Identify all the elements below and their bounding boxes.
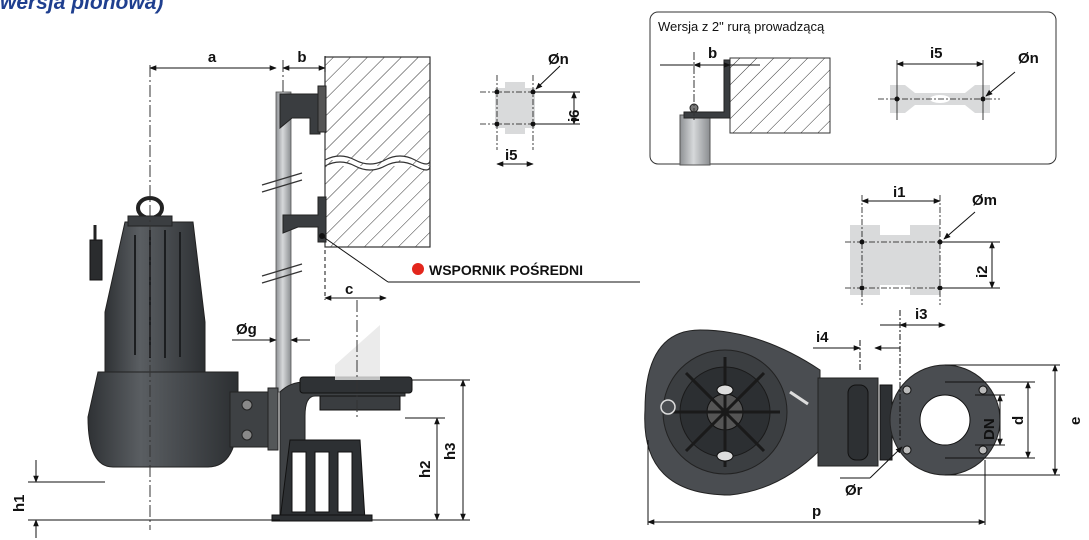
callout-label: WSPORNIK POŚREDNI — [429, 261, 583, 278]
dim-b-label: b — [297, 49, 306, 66]
dim-i1-label: i1 — [893, 184, 906, 201]
dim-p-label: p — [812, 503, 821, 520]
dim-i3-label: i3 — [915, 306, 928, 323]
dim-dn-label: DN — [981, 418, 998, 440]
dim-r-label: Ør — [845, 482, 863, 499]
inset-caption: Wersja z 2" rurą prowadzącą — [658, 19, 825, 34]
guide-pipe — [275, 91, 292, 393]
dim-i5-label: i5 — [505, 147, 518, 164]
dim-g-label: Øg — [236, 321, 257, 338]
dim-h1-label: h1 — [11, 494, 28, 512]
wall-section — [324, 56, 431, 248]
dim-d-label: d — [1010, 416, 1027, 425]
dim-i2-label: i2 — [974, 265, 991, 278]
intermediate-bracket — [282, 196, 327, 243]
dim-inset-n-label: Øn — [1018, 50, 1039, 67]
pump-motor — [104, 221, 206, 373]
dim-a-label: a — [208, 49, 217, 66]
side-view: a b c Øg h1 h2 h3 WSPORNIK POŚREDNI — [11, 49, 640, 538]
dim-m-label: Øm — [972, 192, 997, 209]
base-plate-view: i1 i2 Øm — [845, 184, 1000, 305]
pump-housing — [87, 371, 239, 468]
dim-i4-label: i4 — [816, 329, 829, 346]
dim-inset-i5-label: i5 — [930, 45, 943, 62]
inset-2inch-guide: Wersja z 2" rurą prowadzącą b i5 Øn — [649, 11, 1057, 166]
top-view: i3 i4 DN d e Ør p — [644, 306, 1084, 525]
callout-dot — [412, 263, 424, 275]
dim-c-label: c — [345, 281, 353, 298]
bracket-plate-view: i6 i5 Øn — [480, 51, 583, 167]
dim-h3-label: h3 — [442, 442, 459, 460]
page-title: wersja pionowa) — [0, 0, 164, 14]
dim-inset-b-label: b — [708, 45, 717, 62]
dim-h2-label: h2 — [417, 460, 434, 478]
dim-n-label: Øn — [548, 51, 569, 68]
dim-i6-label: i6 — [566, 109, 583, 122]
dim-e-label: e — [1067, 417, 1084, 425]
